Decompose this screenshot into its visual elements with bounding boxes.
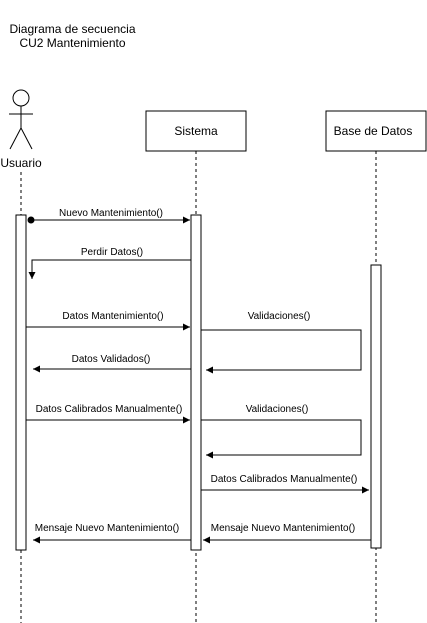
participant-label-sistema: Sistema — [174, 124, 218, 138]
message-label-10: Mensaje Nuevo Mantenimiento() — [211, 523, 356, 534]
participant-box-sistema — [145, 110, 247, 152]
participant-label-base-de-datos: Base de Datos — [334, 124, 413, 138]
activation-bar-base-de-datos — [370, 264, 382, 549]
actor-label: Usuario — [0, 156, 42, 170]
message-arrow-4 — [201, 329, 362, 374]
message-label-2: Perdir Datos() — [81, 247, 143, 258]
diagram-title-line-2: CU2 Mantenimiento — [19, 36, 126, 50]
message-label-3: Datos Mantenimiento() — [62, 311, 163, 322]
message-label-7: Validaciones() — [246, 404, 309, 415]
message-label-9: Mensaje Nuevo Mantenimiento() — [35, 523, 180, 534]
actor-icon — [9, 89, 33, 150]
activation-bar-sistema — [190, 214, 202, 551]
diagram-title-line-1: Diagrama de secuencia — [9, 22, 136, 36]
message-label-1: Nuevo Mantenimiento() — [59, 208, 163, 219]
message-arrow-7 — [201, 419, 362, 459]
participant-box-base-de-datos — [325, 110, 427, 152]
message-label-8: Datos Calibrados Manualmente() — [211, 474, 358, 485]
diagram-title: Diagrama de secuencia CU2 Mantenimiento — [0, 22, 145, 50]
message-label-6: Datos Calibrados Manualmente() — [36, 404, 183, 415]
activation-bar-usuario — [15, 214, 27, 551]
message-arrow-2 — [28, 259, 191, 279]
message-label-5: Datos Validados() — [72, 354, 151, 365]
message-label-4: Validaciones() — [248, 311, 311, 322]
